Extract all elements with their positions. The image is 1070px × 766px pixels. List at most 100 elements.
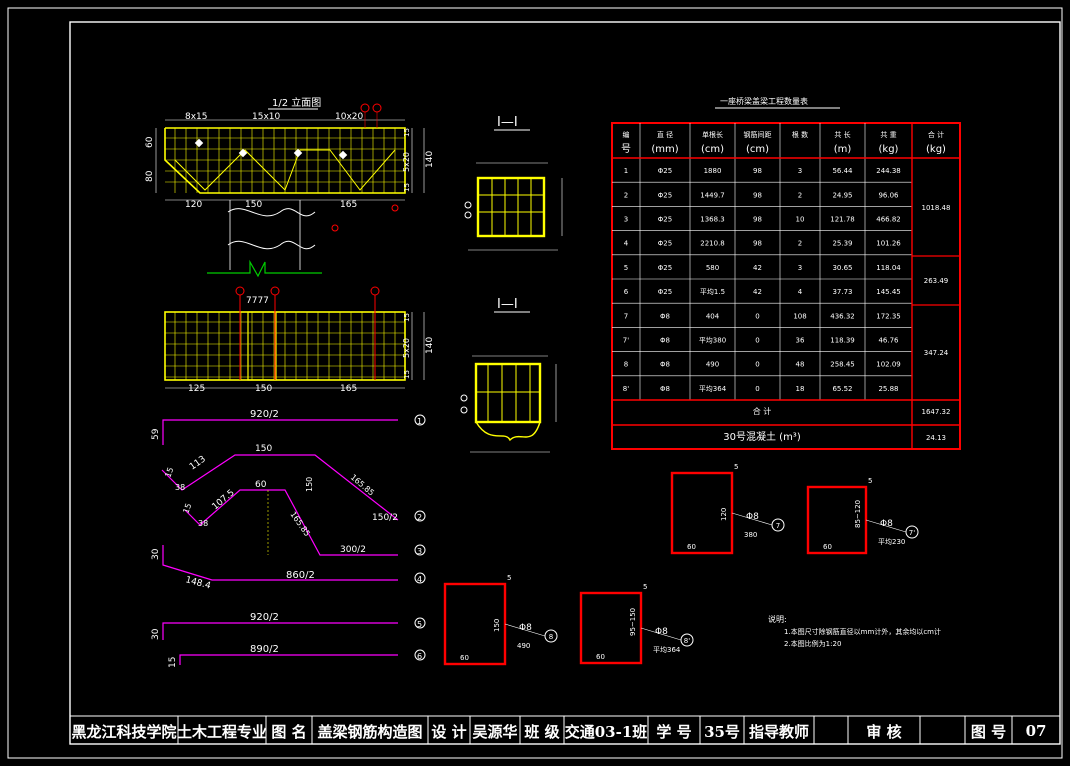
table-cell: 65.52: [832, 385, 852, 393]
table-cell: 3: [798, 167, 802, 175]
table-cell: 7': [623, 337, 629, 345]
stirrup-hook-label: 5: [507, 574, 511, 582]
bar-marker-label: 5: [417, 620, 422, 629]
section-title-2: I—I: [497, 297, 518, 312]
bar-5: 920/2 30 5: [151, 612, 426, 640]
plan-right-dim: 15: [403, 313, 411, 322]
stirrup-height: 150: [493, 619, 501, 632]
table-cell: 36: [796, 337, 805, 345]
table-cell: 490: [706, 361, 719, 369]
table-cell: 7: [624, 312, 628, 320]
bar-dim: 300/2: [340, 545, 366, 555]
stirrup-marker: [680, 633, 694, 647]
table-header-unit: (mm): [651, 144, 678, 155]
bar-dim: 150: [255, 444, 272, 454]
concrete-value: 24.13: [926, 434, 946, 442]
table-cell: 37.73: [832, 288, 852, 296]
elev-right-dim: 5x20: [402, 152, 411, 172]
elev-bottom-dim: 165: [340, 200, 357, 210]
table-cell: 8': [623, 385, 629, 393]
bar-marker-label: 1: [417, 417, 422, 426]
table-cell: 466.82: [876, 216, 901, 224]
section-view-2: I—I: [460, 297, 557, 453]
plan-right-dim: 5x20: [402, 338, 411, 358]
notes: 说明: 1.本图尺寸除钢筋直径以mm计外，其余均以cm计 2.本图比例为1:20: [768, 614, 941, 648]
section-title-1: I—I: [497, 115, 518, 130]
table-cell: 25.39: [832, 240, 852, 248]
bar-dim: 15: [163, 466, 175, 479]
bar-dim: 60: [255, 480, 267, 490]
table-cell: 平均380: [699, 336, 726, 345]
section-view-1: I—I: [464, 115, 563, 251]
table-cell: 436.32: [830, 312, 855, 320]
table-cell: 18: [796, 385, 805, 393]
stirrup-width: 60: [687, 543, 696, 551]
elev-top-dim: 15x10: [252, 112, 281, 122]
table-cell: 0: [755, 337, 759, 345]
bar-marker-label: 3: [417, 547, 422, 556]
table-cell: 3: [624, 216, 628, 224]
design-label: 设 计: [431, 722, 467, 741]
review-label: 审 核: [866, 722, 902, 741]
stirrup-marker: [771, 518, 785, 532]
table-cell: 42: [753, 288, 762, 296]
table-header-unit: (m): [834, 144, 852, 155]
major-name: 土木工程专业: [177, 722, 268, 741]
table-cell: 平均1.5: [700, 287, 725, 296]
plan-right-dim: 140: [425, 337, 435, 354]
elev-bottom-dim: 120: [185, 200, 202, 210]
student-no-label: 学 号: [656, 722, 692, 741]
table-cell: 4: [798, 288, 803, 296]
table-cell: 56.44: [832, 167, 853, 175]
bar-dim: 920/2: [250, 409, 279, 420]
bar-dim: 150: [305, 477, 314, 492]
advisor-label: 指导教师: [748, 722, 809, 741]
sum-label: 合 计: [753, 406, 772, 416]
stirrup-hook-label: 5: [868, 477, 872, 485]
inner-frame: [69, 21, 1061, 745]
bar-dim: 890/2: [250, 644, 279, 655]
table-cell: 平均364: [699, 384, 727, 393]
elev-left-dim: 80: [145, 170, 155, 182]
quantity-table: 一座桥梁盖梁工程数量表 编号直 径(mm)单根长(cm)钢筋间距(cm)根 数共…: [611, 96, 961, 450]
plan-bottom-dim: 165: [340, 384, 357, 394]
stirrup-length: 平均364: [653, 645, 681, 654]
table-cell: 0: [755, 312, 759, 320]
table-header: 编: [623, 130, 630, 139]
stirrup-length: 380: [744, 531, 757, 539]
drawing-name: 盖梁钢筋构造图: [317, 722, 423, 741]
notes-line: 2.本图比例为1:20: [784, 639, 841, 648]
merged-total: 263.49: [924, 277, 949, 285]
half-elevation-title: 1/2 立面图: [272, 96, 321, 109]
table-cell: 118.04: [876, 264, 901, 272]
school-name: 黑龙江科技学院: [71, 722, 177, 741]
bar-dim: 30: [151, 548, 161, 560]
table-cell: 6: [624, 288, 629, 296]
stirrup-id: 8': [684, 637, 690, 645]
table-cell: 1449.7: [700, 191, 725, 199]
bar-dim: 860/2: [286, 570, 315, 581]
class-value: 交通03-1班: [564, 722, 648, 741]
bar-dim: 107.5: [211, 488, 237, 512]
stirrup-length: 490: [517, 642, 530, 650]
table-header: 共 重: [880, 130, 896, 139]
stirrup-id: 7: [776, 522, 780, 530]
table-cell: 121.78: [830, 216, 855, 224]
table-cell: 25.88: [878, 385, 898, 393]
designer-name: 吴源华: [472, 722, 518, 741]
table-cell: 0: [755, 361, 759, 369]
table-cell: 1368.3: [700, 216, 725, 224]
stirrup-hook-label: 5: [734, 463, 738, 471]
sheet-no: 07: [1025, 722, 1047, 740]
table-header-unit: (kg): [879, 144, 899, 155]
table-cell: 98: [753, 167, 762, 175]
bar-1: 920/2 59 1: [151, 409, 426, 445]
plan-bottom-dim: 125: [188, 384, 205, 394]
table-cell: Φ25: [658, 167, 672, 175]
title-block-grid: [70, 715, 1060, 744]
bar-4: 30 148.4 860/2 4: [151, 545, 426, 592]
stirrup-diameter: Φ8: [519, 623, 532, 633]
